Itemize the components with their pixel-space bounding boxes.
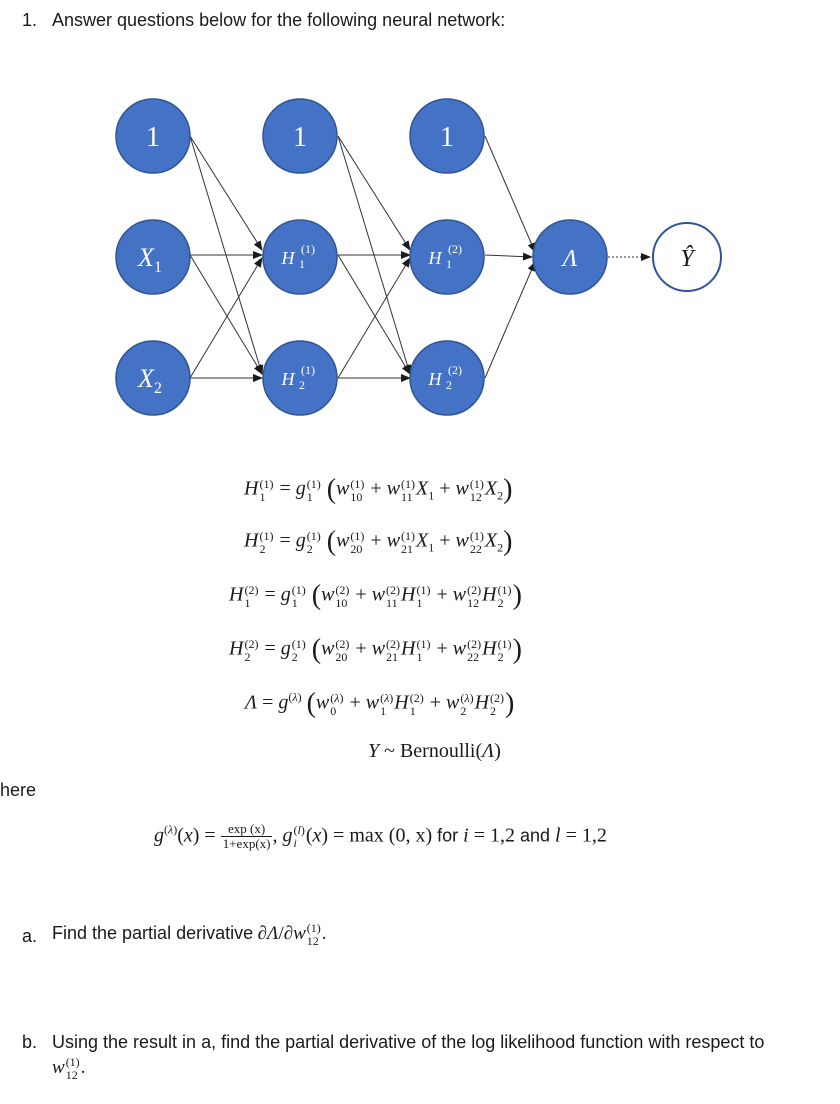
part-a-derivative: ∂Λ/∂w(1)12.: [257, 921, 327, 948]
where-label: here: [0, 780, 37, 800]
part-b-weight: w(1)12.: [52, 1055, 86, 1082]
part-a-label: a.: [22, 926, 38, 946]
svg-text:2: 2: [446, 378, 452, 392]
x2-node: [115, 340, 191, 416]
question-text: Answer questions below for the following…: [52, 10, 506, 30]
svg-text:(1): (1): [301, 242, 315, 256]
part-a: Find the partial derivative ∂Λ/∂w(1)12.: [52, 922, 327, 947]
bias-node-input: [115, 98, 191, 174]
and-text: and: [519, 825, 551, 846]
part-b-text: Using the result in a, find the partial …: [52, 1032, 765, 1052]
y-hat-node-label: Ŷ: [680, 246, 696, 272]
h2-1-node: [262, 340, 338, 416]
bias-node-hidden2-label: 1: [440, 122, 454, 153]
l-values: 1,2: [581, 824, 607, 847]
bias-node-input-label: 1: [146, 122, 160, 153]
relu-expression: max (0, x): [349, 824, 433, 847]
bias-node-hidden1-label: 1: [293, 122, 307, 153]
svg-text:(1): (1): [301, 363, 315, 377]
equation-bernoulli: Y ~ Bernoulli(Λ): [368, 740, 501, 762]
edge: [337, 135, 411, 251]
edge: [337, 257, 411, 379]
i-values: 1,2: [489, 824, 515, 847]
edge: [189, 254, 263, 375]
lambda-node-label: Λ: [561, 246, 578, 272]
h2-2-node: [409, 340, 485, 416]
edge: [484, 135, 536, 253]
svg-text:(2): (2): [448, 363, 462, 377]
for-text: for: [437, 825, 459, 846]
edge: [189, 257, 263, 379]
y-hat-node: [652, 222, 722, 292]
edge: [484, 261, 536, 379]
svg-text:2: 2: [299, 378, 305, 392]
h1-2-node: [409, 219, 485, 295]
sigmoid-denominator: 1+exp(x): [222, 836, 271, 852]
edge: [484, 252, 533, 261]
question-number: 1.: [22, 10, 38, 30]
h1-1-node-label: H: [281, 248, 296, 268]
bias-node-hidden2: [409, 98, 485, 174]
h1-2-node-label: H: [428, 248, 443, 268]
sigmoid-numerator: exp (x): [220, 821, 273, 838]
edges: [189, 135, 651, 382]
edge: [337, 254, 411, 375]
edge: [189, 135, 263, 251]
svg-text:1: 1: [446, 257, 452, 271]
x1-node: [115, 219, 191, 295]
svg-text:(2): (2): [448, 242, 462, 256]
part-b-label: b.: [22, 1032, 38, 1052]
h2-1-node-label: H: [281, 369, 296, 389]
h2-2-node-label: H: [428, 369, 443, 389]
svg-text:1: 1: [299, 257, 305, 271]
bias-node-hidden1: [262, 98, 338, 174]
h1-1-node: [262, 219, 338, 295]
neural-network-diagram: 1 X1 X2 1 H (1) 1 H (1) 2 1 H (2) 1 H (2…: [115, 98, 722, 416]
lambda-node: [532, 219, 608, 295]
part-a-text: Find the partial derivative: [52, 922, 254, 943]
activation-definitions: g(λ)(x) = exp (x)1+exp(x), g(l)i(x) = ma…: [154, 821, 607, 852]
